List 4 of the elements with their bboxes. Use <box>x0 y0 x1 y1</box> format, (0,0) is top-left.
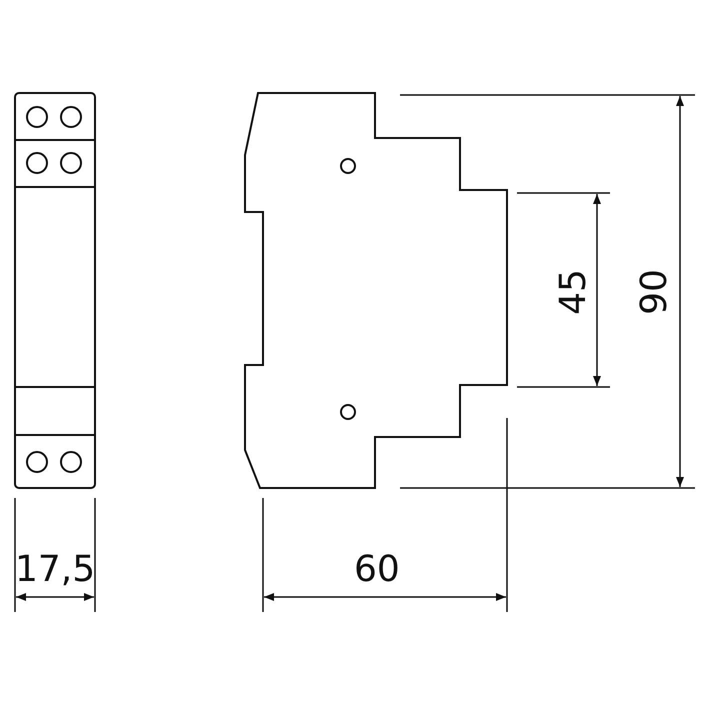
dimension-label: 90 <box>634 269 675 315</box>
dimension-label: 45 <box>554 269 594 315</box>
dimension-label: 60 <box>354 550 400 590</box>
dimension-label: 17,5 <box>15 550 96 590</box>
